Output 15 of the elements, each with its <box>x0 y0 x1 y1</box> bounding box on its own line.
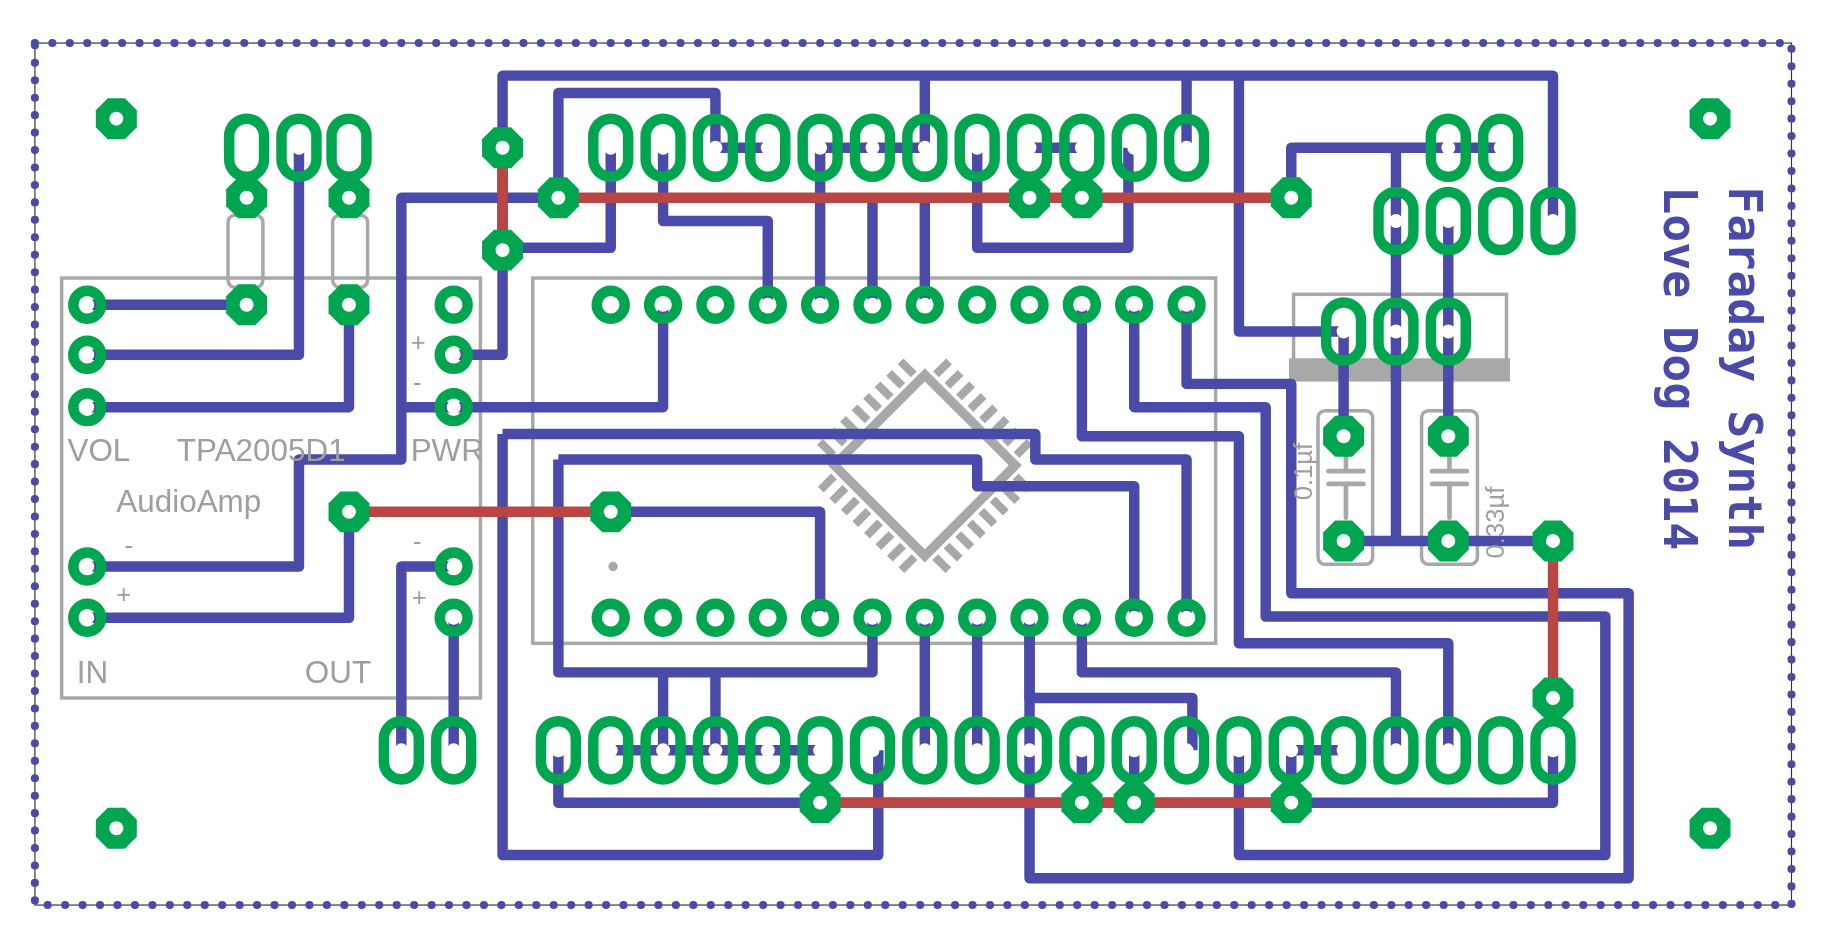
polarity-mark: + <box>411 585 427 611</box>
capacitor-value: 0.1µf <box>1291 442 1317 501</box>
polarity-mark: + <box>116 581 132 608</box>
pin-label: IN <box>76 657 109 689</box>
polarity-mark: - <box>124 532 133 559</box>
part-number: TPA2005D1 <box>176 435 346 467</box>
polarity-mark: - <box>412 369 422 396</box>
board-inscription: Love Dog 2014 <box>1656 186 1704 551</box>
capacitor-value: 0.33µf <box>1483 486 1509 559</box>
pin-label: OUT <box>304 657 372 689</box>
board-inscription: Faraday Synth <box>1721 186 1769 551</box>
module-label: AudioAmp <box>116 486 262 518</box>
polarity-mark: + <box>410 330 426 356</box>
polarity-mark: - <box>412 529 422 555</box>
pin-label: VOL <box>67 435 131 467</box>
